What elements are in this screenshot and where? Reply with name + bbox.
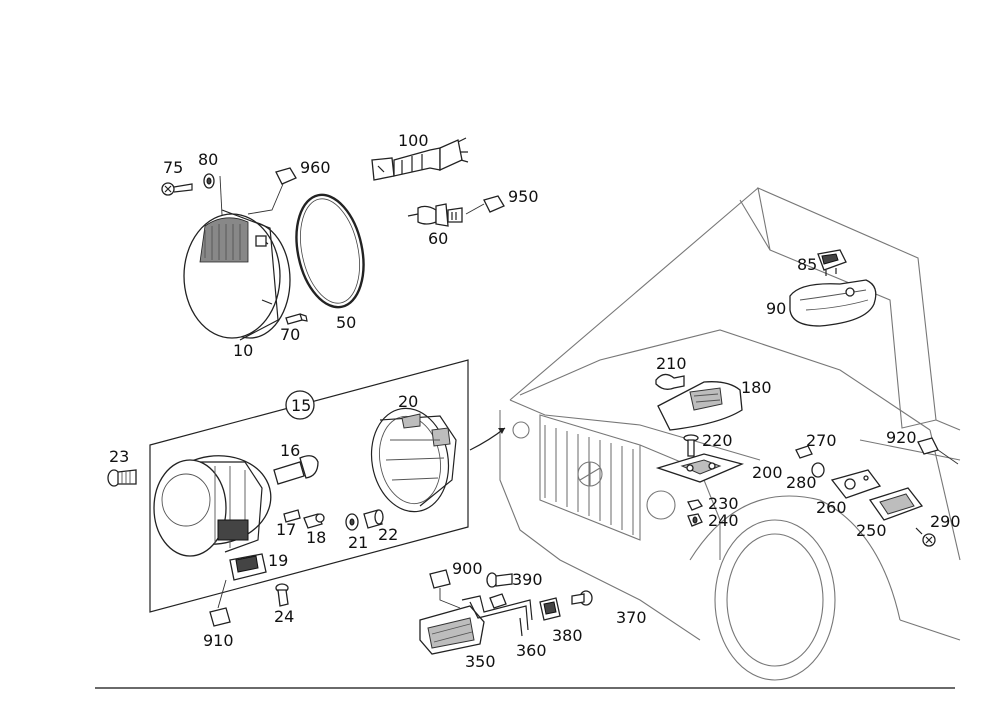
callout-22: 22	[378, 525, 398, 544]
assembly-arrow	[469, 427, 506, 451]
callout-85: 85	[797, 255, 817, 274]
callout-900: 900	[452, 559, 483, 578]
connector-950	[465, 195, 505, 215]
callout-210: 210	[656, 354, 687, 373]
callout-380: 380	[552, 626, 583, 645]
screw-290	[915, 527, 936, 547]
callout-100: 100	[398, 131, 429, 150]
callout-260: 260	[816, 498, 847, 517]
callout-200: 200	[752, 463, 783, 482]
socket-280	[811, 462, 825, 478]
callout-910: 910	[203, 631, 234, 650]
callout-270: 270	[806, 431, 837, 450]
callout-920: 920	[886, 428, 917, 447]
wiring-harness-100	[371, 137, 469, 181]
interior-lamp-90	[789, 279, 877, 327]
callout-70: 70	[280, 325, 300, 344]
callout-370: 370	[616, 608, 647, 627]
nut-240	[687, 513, 703, 527]
callout-80: 80	[198, 150, 218, 169]
bulb-60	[407, 203, 463, 227]
nut-230	[687, 499, 703, 511]
connector-900	[429, 569, 461, 609]
base-260	[830, 469, 882, 499]
callout-180: 180	[741, 378, 772, 397]
switch-85	[817, 249, 847, 276]
bulb-270	[795, 445, 813, 459]
marker-lamp-180	[657, 381, 743, 431]
screw-24	[275, 583, 289, 607]
screw-390	[486, 572, 513, 588]
callout-20: 20	[398, 392, 418, 411]
callout-17: 17	[276, 520, 296, 539]
callout-15: 15	[291, 396, 311, 415]
callout-10: 10	[233, 341, 253, 360]
module-19	[217, 553, 267, 609]
vehicle-outline	[499, 187, 961, 681]
callout-280: 280	[786, 473, 817, 492]
screw-220	[683, 434, 699, 457]
callout-21: 21	[348, 533, 368, 552]
bracket-380	[539, 597, 561, 621]
callout-60: 60	[428, 229, 448, 248]
gasket-200	[655, 453, 744, 483]
callout-19: 19	[268, 551, 288, 570]
callout-18: 18	[306, 528, 326, 547]
lens-250	[868, 487, 924, 521]
bulb-holder-16	[273, 455, 319, 485]
washer-80	[203, 173, 223, 216]
callout-290: 290	[930, 512, 961, 531]
callout-labels: 75 80 960 100 950 60 50 70 10 85 90 15 2…	[109, 131, 961, 671]
callout-230: 230	[708, 494, 739, 513]
headlamp-10	[183, 209, 291, 341]
callout-350: 350	[465, 652, 496, 671]
callout-75: 75	[163, 158, 183, 177]
connector-920	[917, 437, 959, 465]
callout-250: 250	[856, 521, 887, 540]
callout-360: 360	[516, 641, 547, 660]
screw-23	[107, 469, 137, 487]
connector-910	[209, 607, 231, 627]
bulb-70	[285, 313, 308, 325]
sleeve-22	[363, 509, 384, 529]
connector-960	[247, 167, 297, 215]
callout-390: 390	[512, 570, 543, 589]
callout-240: 240	[708, 511, 739, 530]
headlamp-insert	[153, 455, 272, 557]
screw-75	[161, 182, 193, 196]
callout-90: 90	[766, 299, 786, 318]
screw-370	[571, 590, 593, 606]
callout-50: 50	[336, 313, 356, 332]
callout-960: 960	[300, 158, 331, 177]
bulb-210	[655, 373, 685, 390]
housing-20	[370, 407, 457, 513]
bulb-17	[283, 509, 301, 523]
callout-24: 24	[274, 607, 294, 626]
bracket-360	[461, 593, 533, 637]
lamp-350	[419, 605, 485, 655]
callout-950: 950	[508, 187, 539, 206]
assembly-frame-15	[149, 359, 469, 613]
socket-18	[303, 513, 325, 529]
callout-16: 16	[280, 441, 300, 460]
callout-220: 220	[702, 431, 733, 450]
seal-ring-50	[295, 193, 365, 309]
washer-21	[345, 513, 359, 531]
callout-23: 23	[109, 447, 129, 466]
